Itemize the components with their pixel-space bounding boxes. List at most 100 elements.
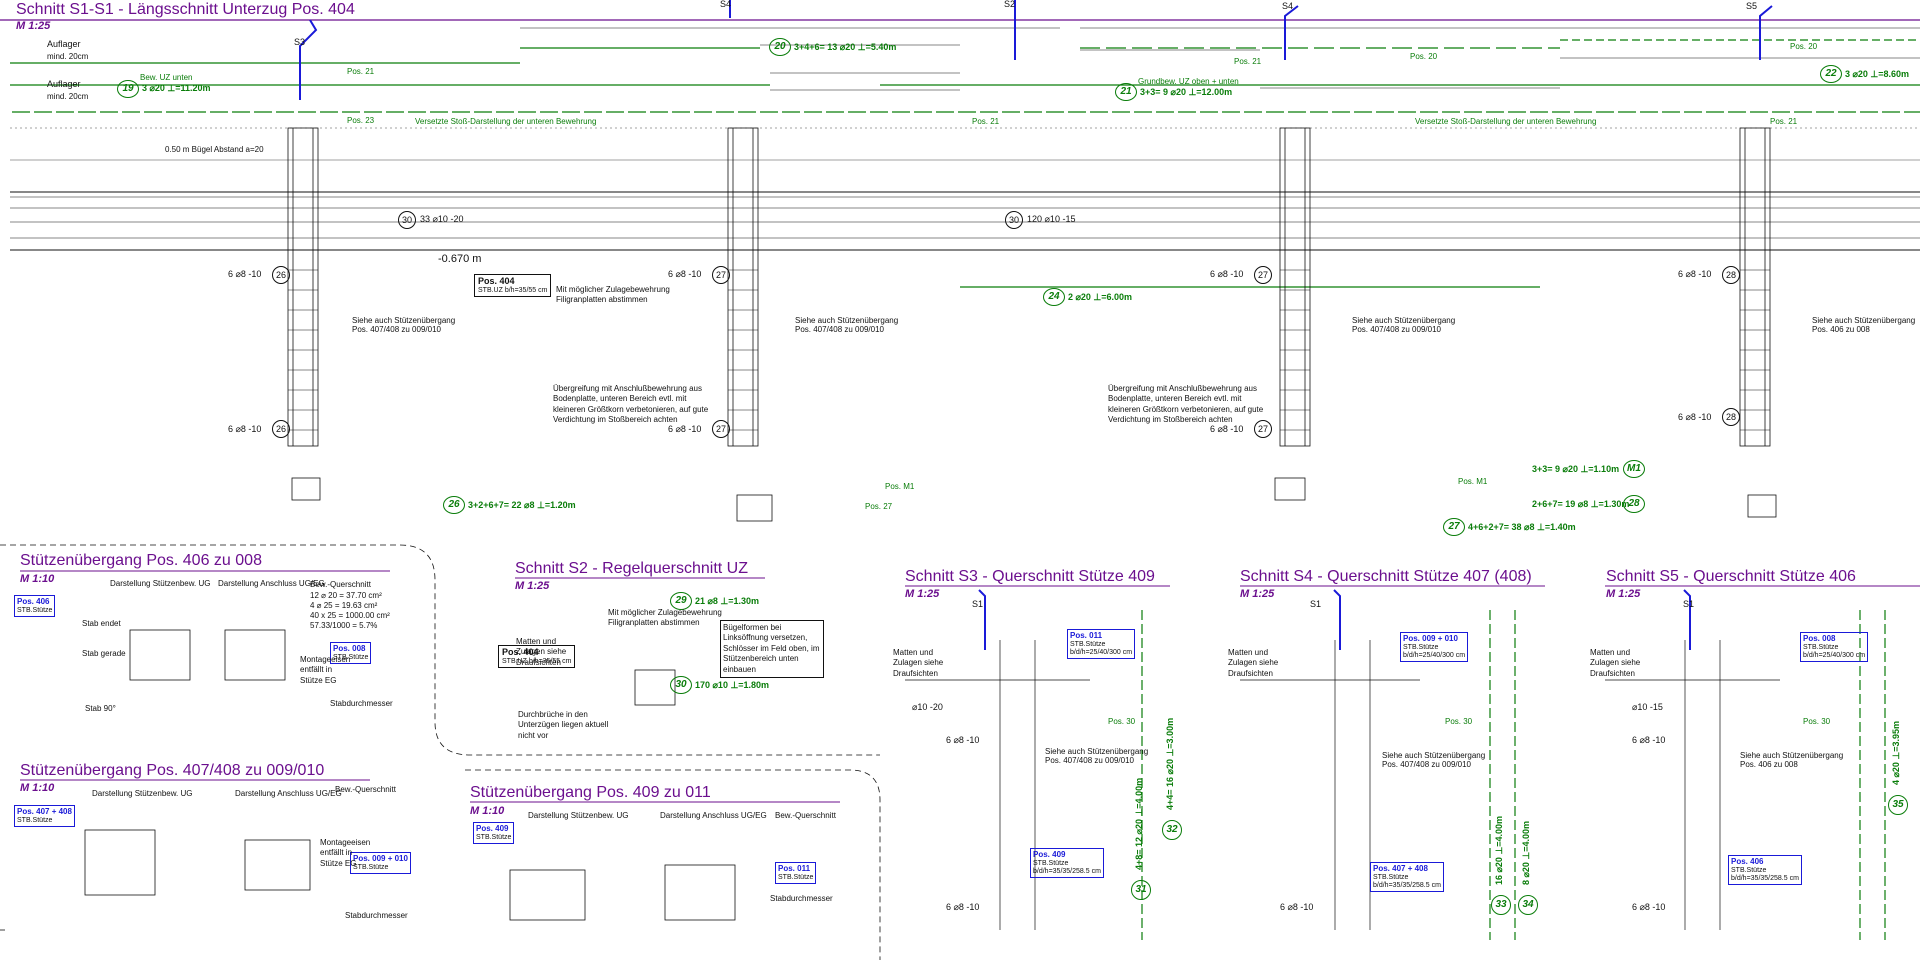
label-darst-ug-407: Darstellung Stützenbew. UG — [92, 789, 193, 798]
note-siehe-s3: Siehe auch Stützenübergang — [1045, 747, 1149, 756]
bew-line3-406: 40 x 25 = 1000.00 cm² — [310, 611, 390, 620]
note-durchbrueche: Durchbrüche in den Unterzügen liegen akt… — [518, 710, 609, 740]
bar-mark-29: 29 — [670, 592, 692, 610]
scale-s3: M 1:25 — [905, 588, 940, 600]
label-darst-ug-406: Darstellung Stützenbew. UG — [110, 579, 211, 588]
bar-mark-27-a: 27 — [712, 266, 730, 284]
section-cut-marks — [299, 0, 1773, 650]
note-siehe-3b: Pos. 407/408 zu 009/010 — [1352, 325, 1441, 334]
note-siehe-1: Siehe auch Stützenübergang — [352, 316, 456, 325]
label-darst-eg-406: Darstellung Anschluss UG/EG — [218, 579, 325, 588]
bar-mark-31: 31 — [1131, 880, 1151, 900]
bew-header-407: Bew.-Querschnitt — [335, 785, 396, 794]
bew-line2-406: 4 ⌀ 25 = 19.63 cm² — [310, 601, 378, 610]
pos-label-30a: Pos. 30 — [1108, 717, 1136, 726]
note-buegelform: Bügelformen bei Linksöffnung versetzen, … — [720, 620, 824, 678]
stirrup-label-120: 120 ⌀10 -15 — [1027, 214, 1076, 224]
support-label-1: Auflager — [47, 39, 81, 49]
label-stab90-406: Stab 90° — [85, 704, 116, 713]
bar-mark-28-b: 28 — [1722, 408, 1740, 426]
bar-mark-27-c: 27 — [1254, 266, 1272, 284]
bew-line1-406: 12 ⌀ 20 = 37.70 cm² — [310, 591, 382, 600]
stirrup-label-6: 6 ⌀8 -10 — [1210, 424, 1244, 434]
bar-mark-26-b: 26 — [272, 420, 290, 438]
note-siehe-s5b: Pos. 406 zu 008 — [1740, 760, 1798, 769]
title-s409: Stützenübergang Pos. 409 zu 011 — [470, 784, 711, 801]
note-matten-s4: Matten und Zulagen siehe Draufsichten — [1228, 648, 1279, 678]
section-mark-s1c: S1 — [1683, 599, 1695, 609]
bar-text-30: 170 ⌀10 ⊥=1.80m — [695, 680, 770, 690]
note-siehe-s3b: Pos. 407/408 zu 009/010 — [1045, 756, 1134, 765]
pos-label-21b: Pos. 21 — [972, 117, 1000, 126]
bar-text-27: 4+6+2+7= 38 ⌀8 ⊥=1.40m — [1468, 522, 1576, 532]
bar-mark-33: 33 — [1491, 895, 1511, 915]
bar-text-22: 3 ⌀20 ⊥=8.60m — [1845, 69, 1910, 79]
stirrup-label-1: 6 ⌀8 -10 — [228, 269, 262, 279]
bew-header-406: Bew.-Querschnitt — [310, 580, 371, 589]
section-mark-s1b: S1 — [1310, 599, 1322, 609]
label-stabdm-406: Stabdurchmesser — [330, 699, 393, 708]
top-dimension-lines — [520, 27, 1920, 91]
note-siehe-1b: Pos. 407/408 zu 009/010 — [352, 325, 441, 334]
beam-body — [10, 127, 1920, 251]
bar-text-26: 3+2+6+7= 22 ⌀8 ⊥=1.20m — [468, 500, 576, 510]
note-matten-s5: Matten und Zulagen siehe Draufsichten — [1590, 648, 1641, 678]
detail-sketches — [84, 477, 1777, 921]
bar-mark-32: 32 — [1162, 820, 1182, 840]
support-label-2: Auflager — [47, 79, 81, 89]
bar-text-33: 16 ⌀20 ⊥=4.00m — [1494, 815, 1504, 885]
support-min-1: mind. 20cm — [47, 52, 89, 61]
stirrup-label-5: 6 ⌀8 -10 — [1210, 269, 1244, 279]
note-mont-407: Montageeisen entfällt in Stütze EG — [320, 838, 371, 868]
title-s5: Schnitt S5 - Querschnitt Stütze 406 — [1606, 568, 1856, 585]
label-darst-ug-409: Darstellung Stützenbew. UG — [528, 811, 629, 820]
note-matten-s3: Matten und Zulagen siehe Draufsichten — [893, 648, 944, 678]
note-matten-s2: Matten und Zulagen siehe Draufsichten — [516, 637, 567, 667]
section-mark-s1a: S1 — [972, 599, 984, 609]
detail-frames — [0, 544, 881, 960]
bar-mark-24: 24 — [1043, 288, 1065, 306]
bew-header-409: Bew.-Querschnitt — [775, 811, 836, 820]
column-ties — [288, 269, 1770, 431]
bar-mark-20: 20 — [769, 38, 791, 56]
stirrup-label-2: 6 ⌀8 -10 — [228, 424, 262, 434]
scale-s5: M 1:25 — [1606, 588, 1641, 600]
note-mont-406: Montageeisen entfällt in Stütze EG — [300, 655, 351, 685]
stirrup-label-s3-2: 6 ⌀8 -10 — [946, 735, 980, 745]
bar-text-35: 4 ⌀20 ⊥=3.95m — [1891, 720, 1901, 785]
pos-label-27a: Pos. 27 — [865, 502, 893, 511]
note-versatz-1: Versetzte Stoß-Darstellung der unteren B… — [415, 117, 597, 126]
title-s4: Schnitt S4 - Querschnitt Stütze 407 (408… — [1240, 568, 1532, 585]
title-s3: Schnitt S3 - Querschnitt Stütze 409 — [905, 568, 1155, 585]
bew-line4-406: 57.33/1000 = 5.7% — [310, 621, 378, 630]
note-siehe-2b: Pos. 407/408 zu 009/010 — [795, 325, 884, 334]
section-mark-s2: S2 — [1004, 0, 1016, 9]
bar-text-32: 4+4= 16 ⌀20 ⊥=3.00m — [1165, 717, 1175, 810]
bar-text-21: 3+3= 9 ⌀20 ⊥=12.00m — [1140, 87, 1233, 97]
stirrup-label-s5-3: 6 ⌀8 -10 — [1632, 902, 1666, 912]
bar-mark-26-a: 26 — [272, 266, 290, 284]
bar-text-m1a: 3+3= 9 ⌀20 ⊥=1.10m — [1532, 464, 1620, 474]
note-buegel: 0.50 m Bügel Abstand a=20 — [165, 145, 264, 154]
scale-longitudinal: M 1:25 — [16, 20, 51, 32]
note-siehe-s5: Siehe auch Stützenübergang — [1740, 751, 1844, 760]
pos-label-21d: Pos. 21 — [1770, 117, 1798, 126]
scale-s409: M 1:10 — [470, 805, 505, 817]
pos-label-m1b: Pos. M1 — [1458, 477, 1488, 486]
note-siehe-4b: Pos. 406 zu 008 — [1812, 325, 1870, 334]
section-mark-s3: S3 — [294, 37, 306, 47]
support-bew-note: Bew. UZ unten — [140, 73, 193, 82]
label-darst-eg-409: Darstellung Anschluss UG/EG — [660, 811, 767, 820]
bar-text-29: 21 ⌀8 ⊥=1.30m — [695, 596, 760, 606]
title-s407: Stützenübergang Pos. 407/408 zu 009/010 — [20, 762, 325, 779]
bar-mark-28-a: 28 — [1722, 266, 1740, 284]
bar-text-19: 3 ⌀20 ⊥=11.20m — [142, 83, 211, 93]
pos-label-23: Pos. 23 — [347, 116, 375, 125]
